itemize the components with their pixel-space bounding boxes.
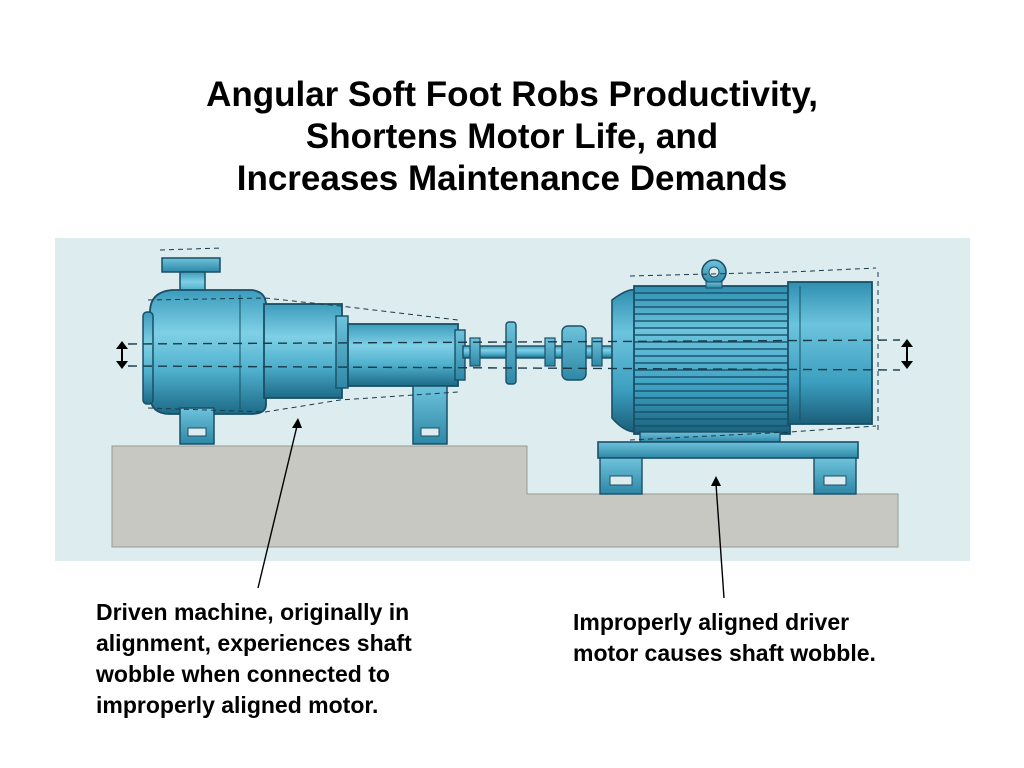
caption-right-line-1: Improperly aligned driver — [573, 609, 850, 635]
leader-line-right — [711, 476, 725, 599]
caption-left-line-4: improperly aligned motor. — [96, 692, 379, 718]
driver-motor — [597, 259, 879, 495]
base-block — [111, 445, 899, 548]
pump-foot-left — [179, 407, 215, 445]
title-line-2: Shortens Motor Life, and — [305, 117, 719, 156]
motor-baseplate — [597, 441, 859, 459]
page-title: Angular Soft Foot Robs Productivity, Sho… — [0, 74, 1024, 200]
leader-line-left — [257, 418, 302, 589]
caption-left-line-1: Driven machine, originally in — [96, 599, 410, 625]
caption-driver-motor: Improperly aligned driver motor causes s… — [573, 607, 973, 669]
centerlines — [127, 339, 901, 371]
caption-right-line-2: motor causes shaft wobble. — [573, 640, 876, 666]
wobble-arrow-right-icon — [901, 339, 913, 369]
caption-left-line-3: wobble when connected to — [96, 661, 390, 687]
caption-driven-machine: Driven machine, originally in alignment,… — [96, 597, 516, 721]
wobble-arrow-left-icon — [116, 341, 128, 369]
title-line-1: Angular Soft Foot Robs Productivity, — [206, 75, 818, 114]
driven-machine — [142, 247, 466, 445]
title-line-3: Increases Maintenance Demands — [236, 159, 788, 198]
caption-left-line-2: alignment, experiences shaft — [96, 630, 412, 656]
